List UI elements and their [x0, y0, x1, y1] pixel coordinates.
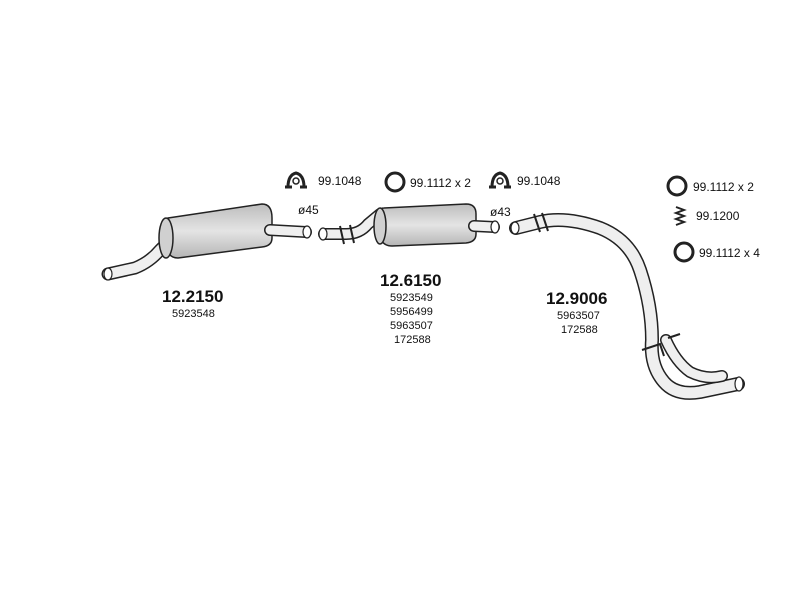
accessory-label: 99.1112 x 4 — [699, 246, 760, 260]
accessory-label: 99.1048 — [318, 174, 362, 188]
front-pipe-flange — [533, 212, 549, 233]
middle-silencer-part — [318, 203, 500, 247]
reference-number: 5963507 — [390, 320, 433, 332]
part-number: 12.2150 — [162, 287, 224, 306]
reference-number: 172588 — [394, 334, 431, 346]
part-number: 12.6150 — [380, 271, 442, 290]
rear-silencer-part — [101, 203, 312, 281]
clamp-icon — [489, 171, 511, 189]
spring-icon — [673, 206, 687, 226]
diameter-label: ø43 — [490, 205, 511, 219]
diameter-label: ø45 — [298, 203, 319, 217]
accessory-label: 99.1200 — [696, 209, 740, 223]
reference-number: 5956499 — [390, 306, 433, 318]
middle-flange — [339, 224, 355, 245]
clamp-icon — [285, 171, 307, 189]
ring-icon — [673, 241, 695, 263]
accessory-label: 99.1112 x 2 — [410, 176, 471, 190]
accessory-label: 99.1112 x 2 — [693, 180, 754, 194]
ring-icon — [384, 171, 406, 193]
ring-icon — [666, 175, 688, 197]
accessory-label: 99.1048 — [517, 174, 561, 188]
rear-muffler-body — [161, 203, 273, 259]
reference-number: 172588 — [561, 324, 598, 336]
reference-number: 5923548 — [172, 308, 215, 320]
front-pipe-part — [509, 212, 745, 400]
front-pipe-bracket — [641, 333, 681, 357]
reference-number: 5963507 — [557, 310, 600, 322]
reference-number: 5923549 — [390, 292, 433, 304]
middle-muffler-body — [377, 203, 477, 247]
part-number: 12.9006 — [546, 289, 608, 308]
